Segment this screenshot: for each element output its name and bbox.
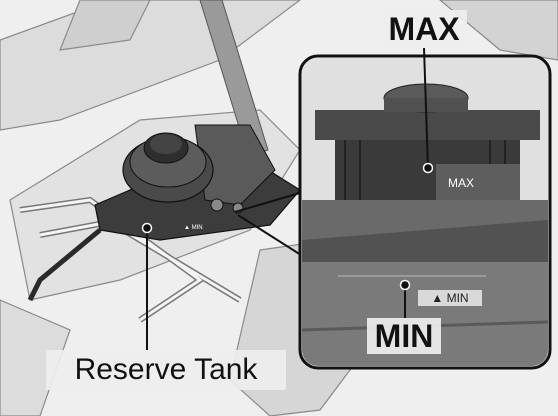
min-engraving: ▲ MIN <box>418 290 482 306</box>
max-label: MAX <box>381 10 467 48</box>
max-engraving: MAX <box>448 176 475 190</box>
zoom-callout <box>298 54 552 370</box>
min-label: MIN <box>367 318 441 354</box>
support-rod <box>199 0 269 157</box>
max-marker-dot <box>422 162 434 174</box>
reserve-tank-label: Reserve Tank <box>46 350 286 390</box>
reserve-tank-marker-dot <box>141 222 153 234</box>
leader-lines <box>146 47 429 350</box>
min-marker-dot <box>399 279 411 291</box>
reserve-tank-small <box>27 124 301 302</box>
min-engraving-small: ▲ MIN <box>184 225 203 231</box>
